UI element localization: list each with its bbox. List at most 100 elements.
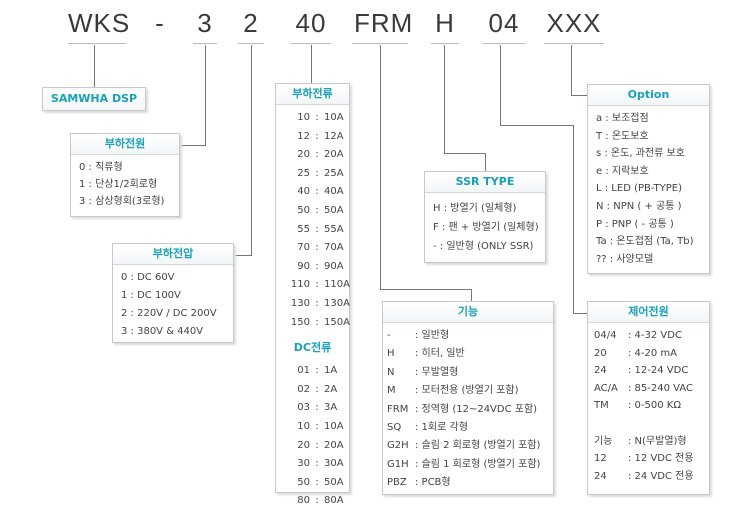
dc-current-item-code: 03 [297, 402, 310, 414]
control-power-item: 04/4: 4-32 VDC [594, 327, 703, 345]
load-power-item: 3 : 삼상형회(3로형) [79, 196, 165, 207]
control-power-item-code: 24 [594, 470, 607, 482]
load-current-item-code: 12 [297, 130, 310, 142]
function-item: FRM : 정역형 (12~24VDC 포함) [387, 401, 549, 419]
dc-current-item-code: 30 [297, 458, 310, 470]
load-current-item-separator: : [315, 242, 319, 254]
load-current-item: 10:10A [276, 109, 349, 128]
load-current-item-code: 90 [297, 260, 310, 272]
connector-line [380, 45, 381, 289]
dc-current-item-separator: : [315, 383, 319, 395]
load-current-item-value: 25A [324, 167, 344, 179]
code-segment-frm: FRM [354, 8, 414, 38]
code-underline [431, 43, 459, 44]
function-item-desc: : 슬림 2 회로형 (방열기 포함) [415, 440, 541, 452]
ssr-type-item: H : 방열기 (일체형) [433, 203, 517, 214]
control-power-item: 20: 4-20 mA [594, 345, 703, 363]
dc-current-item-value: 50A [324, 476, 344, 488]
dc-current-item-code: 80 [297, 495, 310, 507]
load-current-item-code: 50 [297, 204, 310, 216]
ssr-type-title: SSR TYPE [425, 172, 545, 193]
function-item: H: 히터, 일반 [387, 345, 549, 363]
connector-line [234, 255, 252, 256]
load-current-item-separator: : [315, 130, 319, 142]
samwha-dsp-box: SAMWHA DSP [42, 87, 146, 111]
code-segment-40: 40 [295, 8, 327, 38]
load-current-item-code: 110 [290, 279, 310, 291]
dc-current-item-value: 1A [324, 365, 338, 377]
control-power-item-code: 04/4 [594, 330, 617, 341]
load-current-item-value: 12A [324, 130, 344, 142]
code-underline [544, 43, 604, 44]
function-item: SQ: 1회로 각형 [387, 419, 549, 437]
code-underline [352, 43, 408, 44]
function-item-code: SQ [387, 422, 402, 434]
function-item-code: N [387, 366, 395, 378]
load-power-item: 0 : 직류형 [79, 162, 123, 173]
connector-line [205, 45, 206, 145]
load-current-item-separator: : [315, 316, 319, 328]
code-underline [238, 43, 264, 44]
function-item: PBZ: PCB형 [387, 474, 549, 492]
load-current-item: 130:130A [276, 295, 350, 314]
connector-line [180, 145, 206, 146]
load-current-item-value: 90A [324, 260, 344, 272]
connector-line [444, 45, 445, 153]
dc-current-item: 20:20A [276, 437, 349, 456]
dc-current-item-separator: : [315, 365, 319, 377]
connector-line [471, 289, 472, 301]
function-item-desc: : PCB형 [415, 477, 451, 489]
option-item: L : LED (PB-TYPE) [596, 183, 683, 195]
option-item: T : 온도보호 [596, 130, 649, 142]
control-power-item-desc: : 12-24 VDC [628, 365, 689, 377]
load-power-title: 부하전원 [71, 134, 179, 155]
load-current-item-value: 10A [324, 112, 344, 123]
ssr-type-list: H : 방열기 (일체형)F : 팬 + 방열기 (일체형)- : 일반형 (O… [425, 193, 545, 260]
control-power-item: 24: 24 VDC 전용 [594, 468, 703, 486]
load-current-item-separator: : [315, 186, 319, 198]
load-current-item: 50:50A [276, 202, 349, 221]
function-item-code: M [387, 385, 396, 397]
option-item: e : 지락보호 [596, 165, 649, 177]
connector-line [311, 45, 312, 83]
function-item-desc: : 정역형 (12~24VDC 포함) [415, 403, 538, 415]
dc-current-item-value: 80A [324, 495, 344, 507]
load-current-item-value: 150A [324, 316, 350, 328]
function-item: G1H: 슬림 1 회로형 (방열기 포함) [387, 456, 549, 474]
load-current-item-value: 20A [324, 149, 344, 161]
dc-current-item-separator: : [315, 439, 319, 451]
dc-current-title: DC전류 [293, 341, 332, 355]
load-current-item-separator: : [315, 112, 319, 123]
dc-current-item-code: 50 [297, 476, 310, 488]
connector-line [94, 45, 95, 87]
code-underline [193, 43, 217, 44]
samwha-dsp-label: SAMWHA DSP [43, 88, 145, 110]
load-current-item-separator: : [315, 279, 319, 291]
connector-line [573, 313, 587, 314]
load-current-item-separator: : [315, 260, 319, 272]
function-item-desc: : 무발열형 [415, 366, 459, 378]
option-item: ?? : 사양모델 [596, 253, 654, 265]
load-current-item-separator: : [315, 223, 319, 235]
option-item: Ta : 온도접점 (Ta, Tb) [596, 236, 694, 248]
dc-current-item: 10:10A [276, 418, 349, 437]
control-power-title: 제어전원 [588, 302, 709, 323]
load-current-item-separator: : [315, 149, 319, 161]
load-current-item-value: 55A [324, 223, 344, 235]
dc-current-item: 02:2A [276, 381, 349, 400]
dc-current-item-value: 3A [324, 402, 338, 414]
connector-line [571, 45, 572, 95]
dc-current-item-separator: : [315, 476, 319, 488]
control-power-item: 12: 12 VDC 전용 [594, 450, 703, 468]
option-item: N : NPN ( + 공통 ) [596, 200, 682, 212]
code-underline [291, 43, 331, 44]
control-power-item-desc: : 0-500 KΩ [628, 400, 681, 412]
load-current-item: 150:150A [276, 314, 350, 333]
function-item-code: FRM [387, 403, 409, 415]
